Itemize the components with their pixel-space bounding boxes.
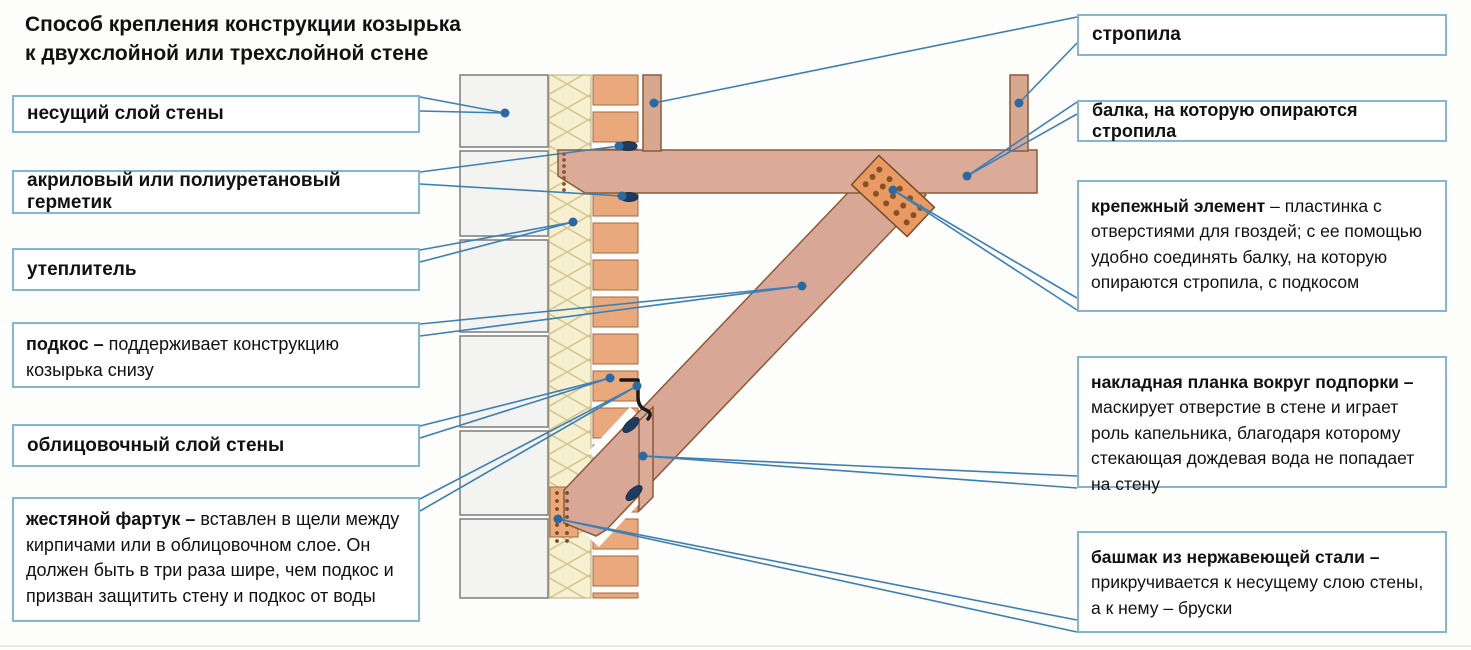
tin-apron bbox=[619, 378, 652, 421]
callout-term: стропила bbox=[1092, 24, 1181, 45]
callout-load-bearing-layer: несущий слой стены bbox=[12, 95, 420, 133]
callout-term: башмак из нержавеющей стали – bbox=[1091, 547, 1380, 567]
callout-tin-apron: жестяной фартук – вставлен в щели между … bbox=[12, 497, 420, 622]
callout-text: вставлен в щели между кирпичами или в об… bbox=[26, 509, 400, 606]
shoe-fixing-screws bbox=[555, 491, 569, 543]
callout-term: жестяной фартук – bbox=[26, 509, 196, 529]
callout-term: несущий слой стены bbox=[27, 103, 224, 124]
beam bbox=[557, 149, 1038, 194]
title-line2: к двухслойной или трехслойной стене bbox=[25, 42, 429, 66]
rafter-right bbox=[1009, 74, 1029, 152]
callout-insulation: утеплитель bbox=[12, 248, 420, 291]
strut bbox=[563, 153, 928, 537]
callout-rafters: стропила bbox=[1077, 14, 1447, 56]
callout-text: поддерживает конструкцию козырька снизу bbox=[26, 334, 339, 380]
callout-text: маскирует отверстие в стене и играет рол… bbox=[1091, 397, 1415, 494]
callout-term: акриловый или полиуретановый герметик bbox=[27, 170, 341, 213]
callout-steel-shoe: башмак из нержавеющей стали – прикручива… bbox=[1077, 531, 1447, 633]
callout-beam: балка, на которую опираются стропила bbox=[1077, 100, 1447, 142]
page-title: Способ крепления конструкции козырька к … bbox=[25, 10, 461, 69]
callout-term: подкос – bbox=[26, 334, 104, 354]
callout-text: прикручивается к несущему слою стены, а … bbox=[1091, 572, 1424, 618]
load-bearing-wall-layer bbox=[459, 74, 549, 599]
callout-term: утеплитель bbox=[27, 258, 137, 280]
callout-strut: подкос – поддерживает конструкцию козырь… bbox=[12, 322, 420, 388]
callout-cover-strip: накладная планка вокруг подпорки – маски… bbox=[1077, 356, 1447, 494]
callout-term: облицовочный слой стены bbox=[27, 434, 285, 456]
callout-dots bbox=[500, 98, 1024, 524]
callout-term: накладная планка вокруг подпорки – bbox=[1091, 372, 1414, 392]
callout-lines bbox=[419, 16, 1078, 633]
callout-text: – пластинка с отверстиями для гвоздей; с… bbox=[1091, 196, 1423, 293]
callout-fastener: крепежный элемент – пластинка с отверсти… bbox=[1077, 180, 1447, 312]
callout-facing-layer: облицовочный слой стены bbox=[12, 424, 420, 467]
callout-sealant: акриловый или полиуретановый герметик bbox=[12, 170, 420, 214]
title-line1: Способ крепления конструкции козырька bbox=[25, 13, 461, 36]
rafter-left bbox=[642, 74, 662, 152]
callout-term: крепежный элемент bbox=[1091, 196, 1266, 216]
bottom-edge-line bbox=[0, 645, 1471, 647]
callout-term: балка, на которую опираются стропила bbox=[1092, 100, 1358, 141]
